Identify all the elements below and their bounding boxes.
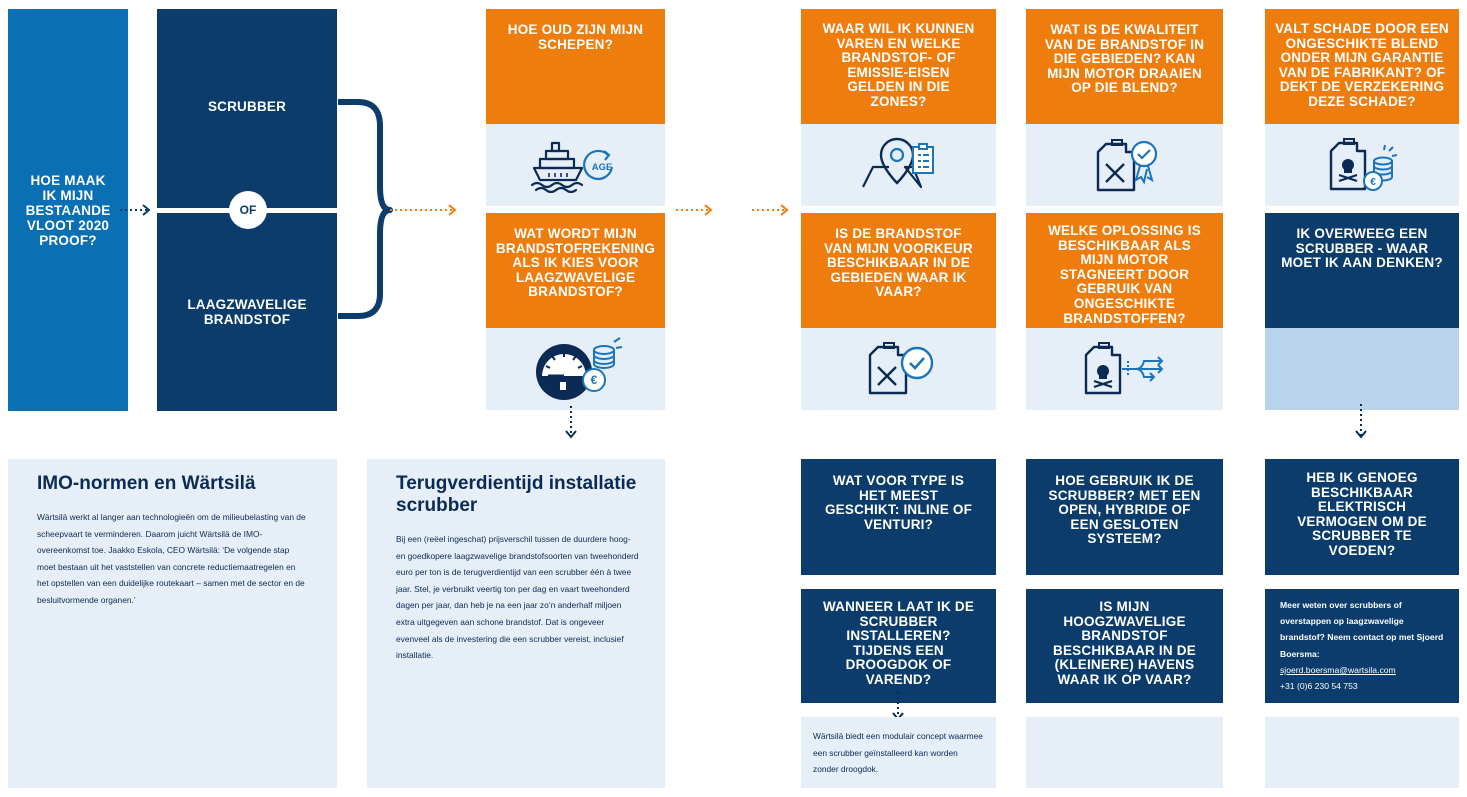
col3-question-3: HOE GEBRUIK IK DE SCRUBBER? MET EEN OPEN… <box>1026 459 1223 575</box>
col2-question-3: WAT VOOR TYPE IS HET MEEST GESCHIKT: INL… <box>801 459 996 575</box>
fuel-gauge-coins-icon: € <box>535 337 622 400</box>
jerrycan-check-icon <box>868 342 933 395</box>
col1-icon-box-2: € <box>486 328 665 410</box>
col4-light-box <box>1265 328 1459 410</box>
jerrycan-skull-coins-icon: € <box>1329 138 1397 191</box>
col2-icon-box-1 <box>801 124 996 206</box>
col2-question-1: WAAR WIL IK KUNNEN VAREN EN WELKE BRANDS… <box>801 9 996 124</box>
col3-question-2: WELKE OPLOSSING IS BESCHIKBAAR ALS MIJN … <box>1026 213 1223 328</box>
panel-imo-text: Wärtsilä werkt al langer aan technologie… <box>37 512 306 605</box>
start-question-text: HOE MAAK IK MIJN BESTAANDE VLOOT 2020 PR… <box>25 172 111 248</box>
panel-payback-title: Terugverdientijd installatie scrubber <box>396 473 637 516</box>
ship-age-icon: AGE <box>530 141 613 193</box>
option-scrubber: SCRUBBER <box>207 99 287 114</box>
contact-email-link[interactable]: sjoerd.boersma@wartsila.com <box>1280 664 1396 675</box>
panel-payback: Terugverdientijd installatie scrubber Bi… <box>367 459 665 788</box>
col4-icon-box-1: € <box>1265 124 1459 206</box>
col2-question-2: IS DE BRANDSTOF VAN MIJN VOORKEUR BESCHI… <box>801 213 996 328</box>
col2-question-4: WANNEER LAAT IK DE SCRUBBER INSTALLEREN?… <box>801 589 996 703</box>
start-question-box: HOE MAAK IK MIJN BESTAANDE VLOOT 2020 PR… <box>8 9 128 411</box>
col2-note-box: Wärtsilä biedt een modulair concept waar… <box>801 717 996 788</box>
col3-empty-box <box>1026 717 1223 788</box>
jerrycan-skull-arrows-icon <box>1084 342 1163 395</box>
contact-phone: +31 (0)6 230 54 753 <box>1280 681 1358 692</box>
panel-imo: IMO-normen en Wärtsilä Wärtsilä werkt al… <box>8 459 337 788</box>
svg-text:€: € <box>1370 177 1376 188</box>
col3-icon-box-2 <box>1026 328 1223 410</box>
arrow-col1-to-col2-a <box>676 204 713 216</box>
col3-icon-box-1 <box>1026 124 1223 206</box>
panel-payback-text: Bij een (reëel ingeschat) prijsverschil … <box>396 534 639 661</box>
col2-icon-box-2 <box>801 328 996 410</box>
col1-question-2: WAT WORDT MIJN BRANDSTOFREKENING ALS IK … <box>486 213 665 328</box>
jerrycan-award-icon <box>1096 139 1157 192</box>
col2-note-text: Wärtsilä biedt een modulair concept waar… <box>813 731 983 775</box>
col4-question-1: VALT SCHADE DOOR EEN ONGESCHIKTE BLEND O… <box>1265 9 1459 124</box>
col4-question-3: HEB IK GENOEG BESCHIKBAAR ELEKTRISCH VER… <box>1265 459 1459 575</box>
arrow-choice-to-col1 <box>390 204 457 216</box>
svg-text:€: € <box>590 373 597 387</box>
col1-icon-box-1: AGE <box>486 124 665 206</box>
or-badge: OF <box>229 191 267 229</box>
contact-text: Meer weten over scrubbers of overstappen… <box>1280 600 1444 659</box>
col4-empty-box <box>1265 717 1459 788</box>
arrow-col1-down <box>565 406 577 439</box>
col1-question-1: HOE OUD ZIJN MIJN SCHEPEN? <box>486 9 665 124</box>
col4-question-2: IK OVERWEEG EEN SCRUBBER - WAAR MOET IK … <box>1265 213 1459 328</box>
col3-question-1: WAT IS DE KWALITEIT VAN DE BRANDSTOF IN … <box>1026 9 1223 124</box>
col3-question-4: IS MIJN HOOGZWAVELIGE BRANDSTOF BESCHIKB… <box>1026 589 1223 703</box>
arrow-col1-to-col2-b <box>752 204 789 216</box>
ship-age-label: AGE <box>591 162 612 173</box>
arrow-col4-down <box>1355 404 1367 439</box>
or-label: OF <box>239 203 257 217</box>
map-pin-clipboard-icon <box>861 137 934 189</box>
arrow-start-to-choice <box>120 204 151 216</box>
option-low-sulphur: LAAGZWAVELIGE BRANDSTOF <box>187 297 307 327</box>
contact-box: Meer weten over scrubbers of overstappen… <box>1265 589 1459 703</box>
panel-imo-title: IMO-normen en Wärtsilä <box>37 473 256 494</box>
brace-connector <box>338 99 393 319</box>
